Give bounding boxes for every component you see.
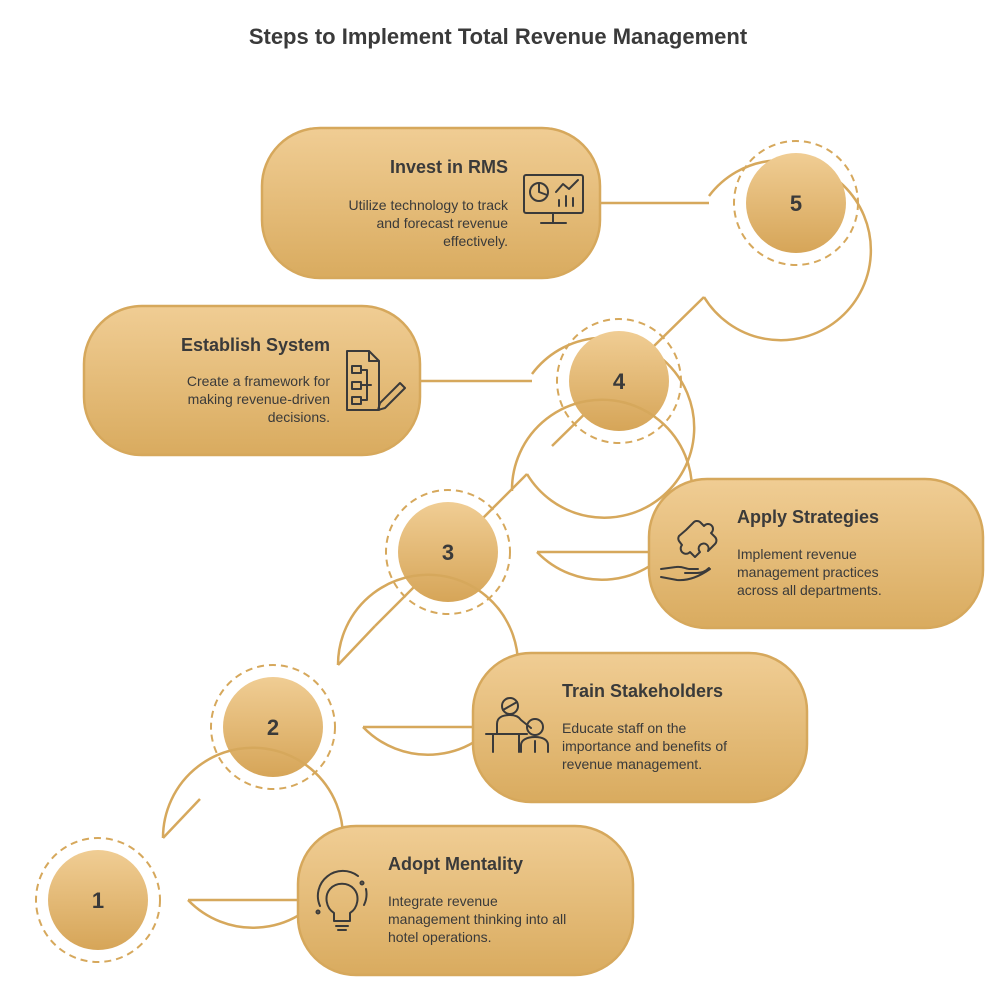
step-1-desc-line-2: management thinking into all <box>388 911 566 927</box>
step-3-card <box>647 477 985 630</box>
step-4: 4 Establish System Create a framework fo… <box>82 296 705 519</box>
step-1-desc-line-1: Integrate revenue <box>388 893 498 909</box>
step-1-dashed-ring <box>35 837 161 963</box>
step-5-outer-ring <box>702 159 873 342</box>
step-3-desc-line-1: Implement revenue <box>737 546 857 562</box>
step-1-card <box>296 824 635 977</box>
step-2-disc <box>223 677 323 777</box>
step-2-number: 2 <box>267 715 279 740</box>
step-3-desc-line-3: across all departments. <box>737 582 882 598</box>
puzzle-hand-icon <box>660 520 718 582</box>
step-2-desc-line-3: revenue management. <box>562 756 702 772</box>
step-3-desc-line-2: management practices <box>737 564 879 580</box>
step-2-card <box>471 651 809 804</box>
step-5-title: Invest in RMS <box>390 157 508 177</box>
step-5-card <box>260 126 602 280</box>
step-2-title: Train Stakeholders <box>562 681 723 701</box>
step-2-to-3-link <box>337 625 376 666</box>
step-5-desc-line-1: Utilize technology to track <box>348 197 509 213</box>
step-3-title: Apply Strategies <box>737 507 879 527</box>
step-3-dashed-ring <box>385 489 511 615</box>
step-1-number: 1 <box>92 888 104 913</box>
step-2-desc-line-1: Educate staff on the <box>562 720 686 736</box>
step-1-desc-line-3: hotel operations. <box>388 929 492 945</box>
step-5-dashed-ring <box>733 140 859 266</box>
step-1-to-2-link <box>162 798 201 839</box>
step-1-title: Adopt Mentality <box>388 854 523 874</box>
step-4-desc-line-3: decisions. <box>268 409 330 425</box>
step-4-desc-line-2: making revenue-driven <box>188 391 330 407</box>
step-4-number: 4 <box>613 369 626 394</box>
step-2-desc-line-2: importance and benefits of <box>562 738 727 754</box>
step-1-disc <box>48 850 148 950</box>
monitor-analytics-icon <box>523 174 584 224</box>
step-5-number: 5 <box>790 191 802 216</box>
step-4-dashed-ring <box>556 318 682 444</box>
step-4-outer-ring <box>525 336 696 519</box>
step-5-desc-line-2: and forecast revenue <box>376 215 508 231</box>
step-1-outer-ring <box>161 746 345 929</box>
step-5: 5 Invest in RMS Utilize technology to tr… <box>260 126 873 342</box>
page-title: Steps to Implement Total Revenue Managem… <box>249 24 748 49</box>
step-4-disc <box>569 331 669 431</box>
step-4-desc-line-1: Create a framework for <box>187 373 330 389</box>
lightbulb-icon <box>315 869 368 931</box>
step-5-desc-line-3: effectively. <box>443 233 508 249</box>
step-3-disc <box>398 502 498 602</box>
step-5-disc <box>746 153 846 253</box>
step-2-dashed-ring <box>210 664 336 790</box>
step-3-number: 3 <box>442 540 454 565</box>
step-3-outer-ring <box>510 398 694 581</box>
step-2-outer-ring <box>336 573 520 756</box>
step-2: 2 Train Stakeholders Educate staff on th… <box>210 573 809 804</box>
document-flowchart-icon <box>346 350 406 411</box>
step-4-title: Establish System <box>181 335 330 355</box>
step-3: 3 Apply Strategies Implement revenue man… <box>374 398 985 630</box>
training-people-icon <box>485 697 549 753</box>
step-1: 1 Adopt Mentality Integrate revenue mana… <box>35 746 635 977</box>
step-4-card <box>82 304 422 457</box>
